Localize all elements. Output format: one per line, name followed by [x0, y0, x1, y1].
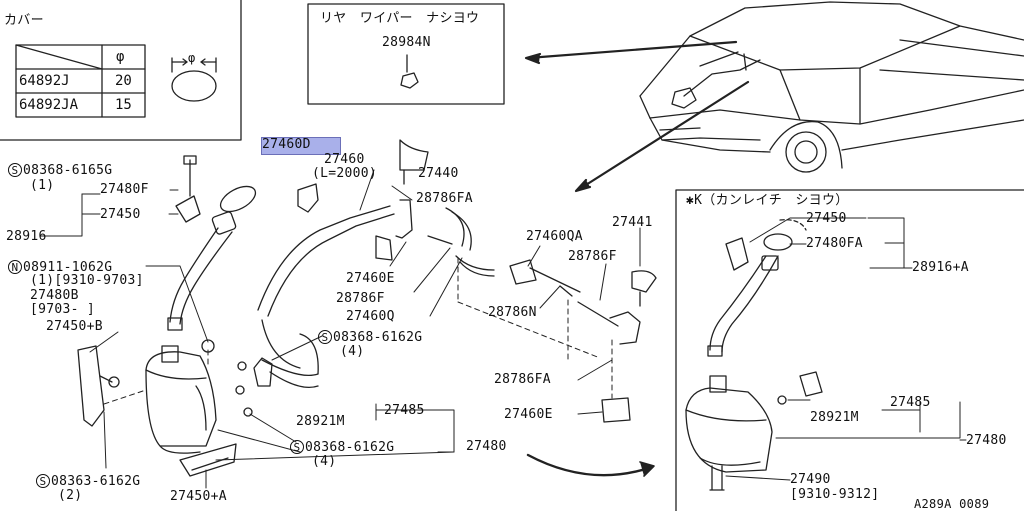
label-27450B: 27450+B	[46, 319, 103, 334]
kanreichi-title: ✱K（カンレイチ シヨウ）	[686, 193, 849, 208]
catalog-code: A289A 0089	[914, 497, 990, 511]
cover-row-1-part: 64892J	[19, 73, 70, 89]
dashed-guides	[103, 257, 613, 405]
label-08911-1062G-text: 08911-1062G	[23, 260, 113, 275]
rear-wiper-part: 28984N	[382, 35, 431, 50]
label-k-27490: 27490	[790, 472, 831, 487]
label-08368-6162G-a-qty: (4)	[340, 344, 365, 359]
label-27441: 27441	[612, 215, 653, 230]
label-28786FA-bottom: 28786FA	[494, 372, 551, 387]
cover-row-2-part: 64892JA	[19, 97, 79, 113]
label-28921M: 28921M	[296, 414, 345, 429]
label-08363-6162G-qty: (2)	[58, 488, 83, 503]
label-27450A: 27450+A	[170, 489, 227, 504]
label-27450: 27450	[100, 207, 141, 222]
label-28786N: 28786N	[488, 305, 537, 320]
s-symbol: S	[36, 474, 50, 488]
label-k-27480FA: 27480FA	[806, 236, 863, 251]
rear-wiper-frame	[307, 3, 505, 105]
label-27460E-b: 27460E	[504, 407, 553, 422]
cover-table-lines	[15, 44, 146, 118]
label-08363-6162G-text: 08363-6162G	[51, 474, 141, 489]
s-symbol: S	[8, 163, 22, 177]
kanreichi-assembly	[685, 219, 823, 491]
label-08368-6162G-b-text: 08368-6162G	[305, 440, 395, 455]
label-27460: 27460	[324, 152, 365, 167]
label-27480B-date: [9703- ]	[30, 302, 96, 317]
rear-wiper-title: リヤ ワイパー ナシヨウ	[320, 11, 480, 26]
label-28786F-left: 28786F	[336, 291, 385, 306]
label-27480: 27480	[466, 439, 507, 454]
label-k-27450: 27450	[806, 211, 847, 226]
label-08368-6162G-b-qty: (4)	[312, 454, 337, 469]
leader-lines	[39, 169, 641, 489]
highlighted-part-27460D[interactable]: 27460D	[261, 137, 341, 155]
cover-phi-header: φ	[116, 49, 125, 65]
cover-frame	[0, 0, 242, 141]
car-drawing	[639, 1, 1024, 173]
label-k-28921M: 28921M	[810, 410, 859, 425]
s-symbol: S	[290, 440, 304, 454]
cover-row-1-phi: 20	[115, 73, 132, 89]
label-08368-6162G-a-text: 08368-6162G	[333, 330, 423, 345]
kanreichi-leaders	[725, 217, 967, 481]
label-28786FA-top: 28786FA	[416, 191, 473, 206]
label-08368-6165G-text: 08368-6165G	[23, 163, 113, 178]
label-27485: 27485	[384, 403, 425, 418]
label-27460Q: 27460Q	[346, 309, 395, 324]
curved-arrow	[526, 453, 654, 477]
cover-title: カバー	[4, 13, 44, 28]
pointer-arrows	[524, 40, 750, 193]
n-symbol: N	[8, 260, 22, 274]
label-k-27480: 27480	[966, 433, 1007, 448]
s-symbol: S	[318, 330, 332, 344]
label-08911-qty: (1)[9310-9703]	[30, 273, 144, 288]
cover-cap-phi: φ	[188, 51, 196, 65]
kanreichi-frame	[675, 189, 1024, 511]
label-08368-6165G-qty: (1)	[30, 178, 55, 193]
cover-cap-icon	[171, 57, 217, 102]
label-27440: 27440	[418, 166, 459, 181]
label-k-27490-date: [9310-9312]	[790, 487, 880, 502]
label-27460E-a: 27460E	[346, 271, 395, 286]
label-28786F-right: 28786F	[568, 249, 617, 264]
label-27460-length: (L=2000)	[312, 166, 378, 181]
label-27460QA: 27460QA	[526, 229, 583, 244]
highlighted-part-label: 27460D	[262, 137, 311, 152]
cover-row-2-phi: 15	[115, 97, 132, 113]
grommet-shape	[400, 54, 419, 89]
label-k-28916A: 28916+A	[912, 260, 969, 275]
label-k-27485: 27485	[890, 395, 931, 410]
label-28916: 28916	[6, 229, 47, 244]
label-27480F: 27480F	[100, 182, 149, 197]
label-27480B: 27480B	[30, 288, 79, 303]
